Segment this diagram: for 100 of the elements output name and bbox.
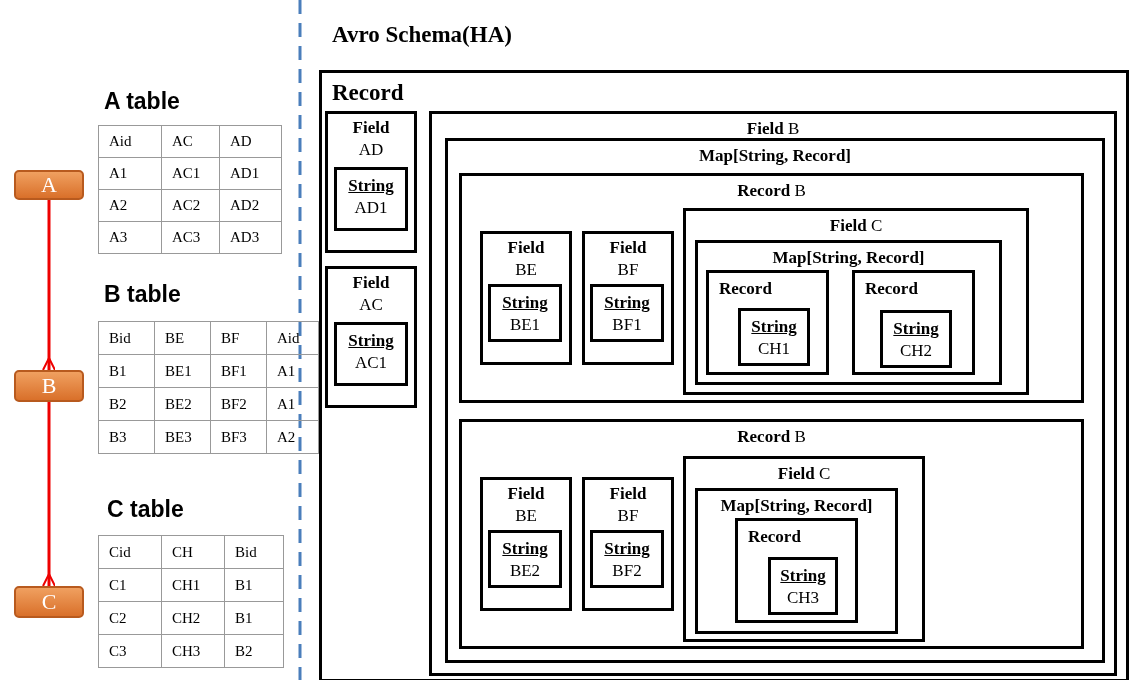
box-heading: String bbox=[603, 538, 651, 560]
table-title: B table bbox=[104, 281, 181, 308]
table-cell: BE2 bbox=[154, 387, 211, 421]
table-cell: AC3 bbox=[161, 221, 220, 254]
box-heading: Field C bbox=[828, 215, 884, 237]
table-cell: AD2 bbox=[219, 189, 282, 222]
schema-heading: Avro Schema(HA) bbox=[332, 21, 512, 49]
box-text: AD1 bbox=[353, 197, 389, 219]
table-cell: B1 bbox=[98, 354, 155, 388]
field-box bbox=[480, 477, 572, 611]
box-heading: Map[String, Record] bbox=[771, 247, 926, 269]
box-heading: String bbox=[501, 538, 549, 560]
box-text: CH3 bbox=[785, 587, 821, 609]
box-heading: String bbox=[501, 292, 549, 314]
table-cell: C2 bbox=[98, 601, 162, 635]
box-text: BE2 bbox=[508, 560, 542, 582]
table-title: A table bbox=[104, 88, 180, 115]
string-box bbox=[334, 167, 408, 231]
record-box bbox=[735, 518, 858, 623]
table-cell: AD bbox=[219, 125, 282, 158]
box-heading: String bbox=[779, 565, 827, 587]
map-box bbox=[695, 488, 898, 634]
box-heading: Field BF bbox=[608, 483, 648, 527]
box-heading: Field BE bbox=[506, 237, 546, 281]
box-text: BF1 bbox=[611, 314, 643, 336]
box-heading: Map[String, Record] bbox=[719, 495, 874, 517]
string-box bbox=[590, 284, 664, 342]
table-cell: A1 bbox=[266, 387, 319, 421]
box-heading: String bbox=[750, 316, 798, 338]
table-cell: AD3 bbox=[219, 221, 282, 254]
table-cell: BF3 bbox=[210, 420, 267, 454]
map-box bbox=[695, 240, 1002, 385]
table-cell: Bid bbox=[224, 535, 284, 569]
field-box bbox=[582, 477, 674, 611]
box-heading: Field B bbox=[745, 118, 801, 140]
box-text: BE1 bbox=[508, 314, 542, 336]
table-cell: BE3 bbox=[154, 420, 211, 454]
table-cell: B2 bbox=[224, 634, 284, 668]
entity-box bbox=[14, 170, 84, 200]
field-box bbox=[683, 456, 925, 642]
entity-box bbox=[14, 586, 84, 618]
box-heading: String bbox=[347, 175, 395, 197]
box-heading: Field BE bbox=[506, 483, 546, 527]
box-heading: Record bbox=[719, 278, 772, 300]
box-heading: Field AC bbox=[351, 272, 391, 316]
box-heading: Field C bbox=[776, 463, 832, 485]
table-cell: AC bbox=[161, 125, 220, 158]
table-title: C table bbox=[107, 496, 184, 523]
box-heading: Record bbox=[332, 79, 404, 107]
box-heading: Field AD bbox=[351, 117, 391, 161]
table-cell: B2 bbox=[98, 387, 155, 421]
relationship-line bbox=[42, 200, 56, 371]
string-box bbox=[590, 530, 664, 588]
string-box bbox=[488, 530, 562, 588]
relationship-line bbox=[42, 402, 56, 587]
record-box bbox=[459, 173, 1084, 403]
table-cell: A2 bbox=[98, 189, 162, 222]
table-cell: C3 bbox=[98, 634, 162, 668]
entity-box bbox=[14, 370, 84, 402]
field-box bbox=[582, 231, 674, 365]
table-cell: C1 bbox=[98, 568, 162, 602]
box-heading: String bbox=[347, 330, 395, 352]
entity-label: A bbox=[41, 172, 57, 198]
string-box bbox=[880, 310, 952, 368]
string-box bbox=[738, 308, 810, 366]
string-box bbox=[488, 284, 562, 342]
box-text: AC1 bbox=[353, 352, 389, 374]
table-cell: BF bbox=[210, 321, 267, 355]
entity-label: C bbox=[41, 589, 57, 615]
box-heading: Record bbox=[865, 278, 918, 300]
table-cell: B1 bbox=[224, 601, 284, 635]
box-heading: Record B bbox=[736, 180, 807, 202]
box-text: CH2 bbox=[898, 340, 934, 362]
table-cell: BF1 bbox=[210, 354, 267, 388]
table-cell: AD1 bbox=[219, 157, 282, 190]
record-box bbox=[852, 270, 975, 375]
field-box bbox=[683, 208, 1029, 395]
table-cell: BE bbox=[154, 321, 211, 355]
table-cell: AC2 bbox=[161, 189, 220, 222]
table-cell: CH1 bbox=[161, 568, 225, 602]
box-text: BF2 bbox=[611, 560, 643, 582]
string-box bbox=[768, 557, 838, 615]
table-cell: CH2 bbox=[161, 601, 225, 635]
box-heading: Record bbox=[748, 526, 801, 548]
table-cell: Aid bbox=[98, 125, 162, 158]
table-cell: Bid bbox=[98, 321, 155, 355]
table-cell: A1 bbox=[266, 354, 319, 388]
table-cell: B1 bbox=[224, 568, 284, 602]
string-box bbox=[334, 322, 408, 386]
table-cell: Aid bbox=[266, 321, 319, 355]
table-cell: CH bbox=[161, 535, 225, 569]
entity-label: B bbox=[41, 373, 57, 399]
box-heading: Field BF bbox=[608, 237, 648, 281]
table-cell: B3 bbox=[98, 420, 155, 454]
box-heading: Map[String, Record] bbox=[698, 145, 852, 167]
box-heading: Record B bbox=[736, 426, 807, 448]
table-cell: A2 bbox=[266, 420, 319, 454]
box-heading: String bbox=[892, 318, 940, 340]
table-cell: A3 bbox=[98, 221, 162, 254]
record-box bbox=[706, 270, 829, 375]
